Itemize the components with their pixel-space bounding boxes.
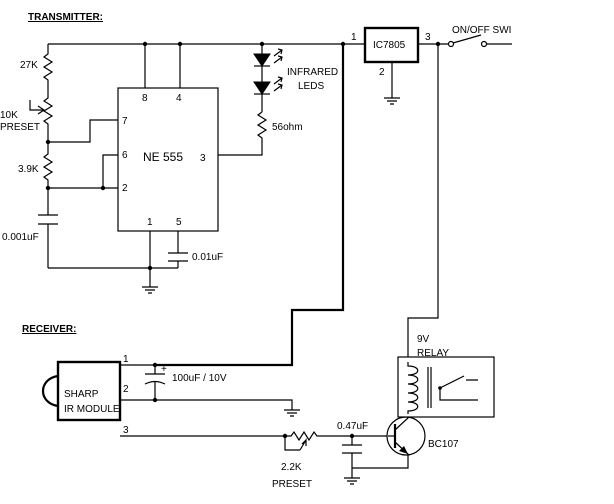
ground-symbol: [384, 97, 400, 105]
capacitor-100uf-plus: +: [161, 364, 167, 375]
capacitor-0-47uf: [342, 436, 362, 478]
junction-dot: [100, 185, 106, 191]
capacitor-0-01uf: [168, 252, 188, 268]
capacitor-0-01uf-label: 0.01uF: [192, 252, 223, 263]
preset-10k-word: PRESET: [0, 122, 40, 133]
ground-symbol: [344, 477, 360, 485]
pin-7-wire: [48, 119, 118, 143]
ne555-label: NE 555: [143, 150, 183, 164]
preset-2-2k: [284, 430, 352, 451]
led-label-line2: LEDS: [298, 81, 324, 92]
ir-module-pin-1: 1: [123, 354, 129, 365]
relay-label-line1: 9V: [417, 334, 430, 345]
ne555-pin-6: 6: [122, 150, 128, 161]
receiver-supply-bus: [155, 44, 345, 367]
ground-symbol: [284, 409, 300, 417]
transmitter-heading: TRANSMITTER:: [28, 12, 103, 23]
junction-dot: [152, 397, 158, 403]
switch-label: ON/OFF SWI: [452, 25, 511, 36]
infrared-led-1: [253, 48, 283, 82]
pin-6-wire: [102, 154, 118, 188]
capacitor-0-001uf-label: 0.001uF: [2, 232, 39, 243]
resistor-56ohm: [218, 111, 268, 156]
ne555-pin-3: 3: [200, 153, 206, 164]
preset-2-2k-value: 2.2K: [281, 462, 302, 473]
preset-10k-value: 10K: [0, 110, 18, 121]
resistor-27k: [42, 44, 54, 92]
resistor-56ohm-label: 56ohm: [272, 122, 303, 133]
capacitor-100uf-label: 100uF / 10V: [172, 373, 227, 384]
preset-2-2k-word: PRESET: [272, 479, 312, 490]
infrared-led-2: [253, 76, 283, 112]
ne555-pin-4: 4: [176, 93, 182, 104]
ir-module-line2: IR MODULE: [64, 404, 120, 415]
resistor-27k-label: 27K: [20, 60, 38, 71]
ic7805-label: IC7805: [373, 40, 406, 51]
ir-module-line1: SHARP: [64, 389, 99, 400]
led-label-line1: INFRARED: [287, 67, 338, 78]
ne555-pin-2: 2: [122, 183, 128, 194]
bc107-label: BC107: [428, 439, 459, 450]
module-gnd-wire: [120, 399, 293, 410]
ne555-chip: [117, 87, 219, 232]
capacitor-0-47uf-label: 0.47uF: [337, 421, 368, 432]
ne555-pin-1: 1: [147, 217, 153, 228]
resistor-3-9k-label: 3.9K: [18, 164, 39, 175]
ic7805-pin-1: 1: [351, 32, 357, 43]
ne555-pin-8: 8: [142, 93, 148, 104]
receiver-heading: RECEIVER:: [22, 324, 76, 335]
relay-supply-wire: [407, 44, 439, 360]
ic7805-pin-2: 2: [379, 67, 385, 78]
relay-contacts: [438, 375, 478, 401]
ne555-pin-5: 5: [176, 217, 182, 228]
ground-symbol: [142, 286, 158, 294]
ne555-pin-7: 7: [122, 116, 128, 127]
ir-module-pin-3: 3: [123, 425, 129, 436]
bc107-transistor: [352, 414, 426, 469]
relay-label-line2: RELAY: [417, 348, 449, 359]
capacitor-100uf: [144, 365, 166, 400]
ir-module-pin-2: 2: [123, 384, 129, 395]
resistor-3-9k: [42, 142, 54, 188]
sharp-ir-module: [42, 360, 122, 422]
relay-coil: [407, 362, 432, 414]
capacitor-0-001uf: [38, 188, 58, 268]
preset-10k: [29, 92, 54, 142]
ic7805-pin-3: 3: [425, 32, 431, 43]
on-off-switch: [447, 34, 512, 48]
